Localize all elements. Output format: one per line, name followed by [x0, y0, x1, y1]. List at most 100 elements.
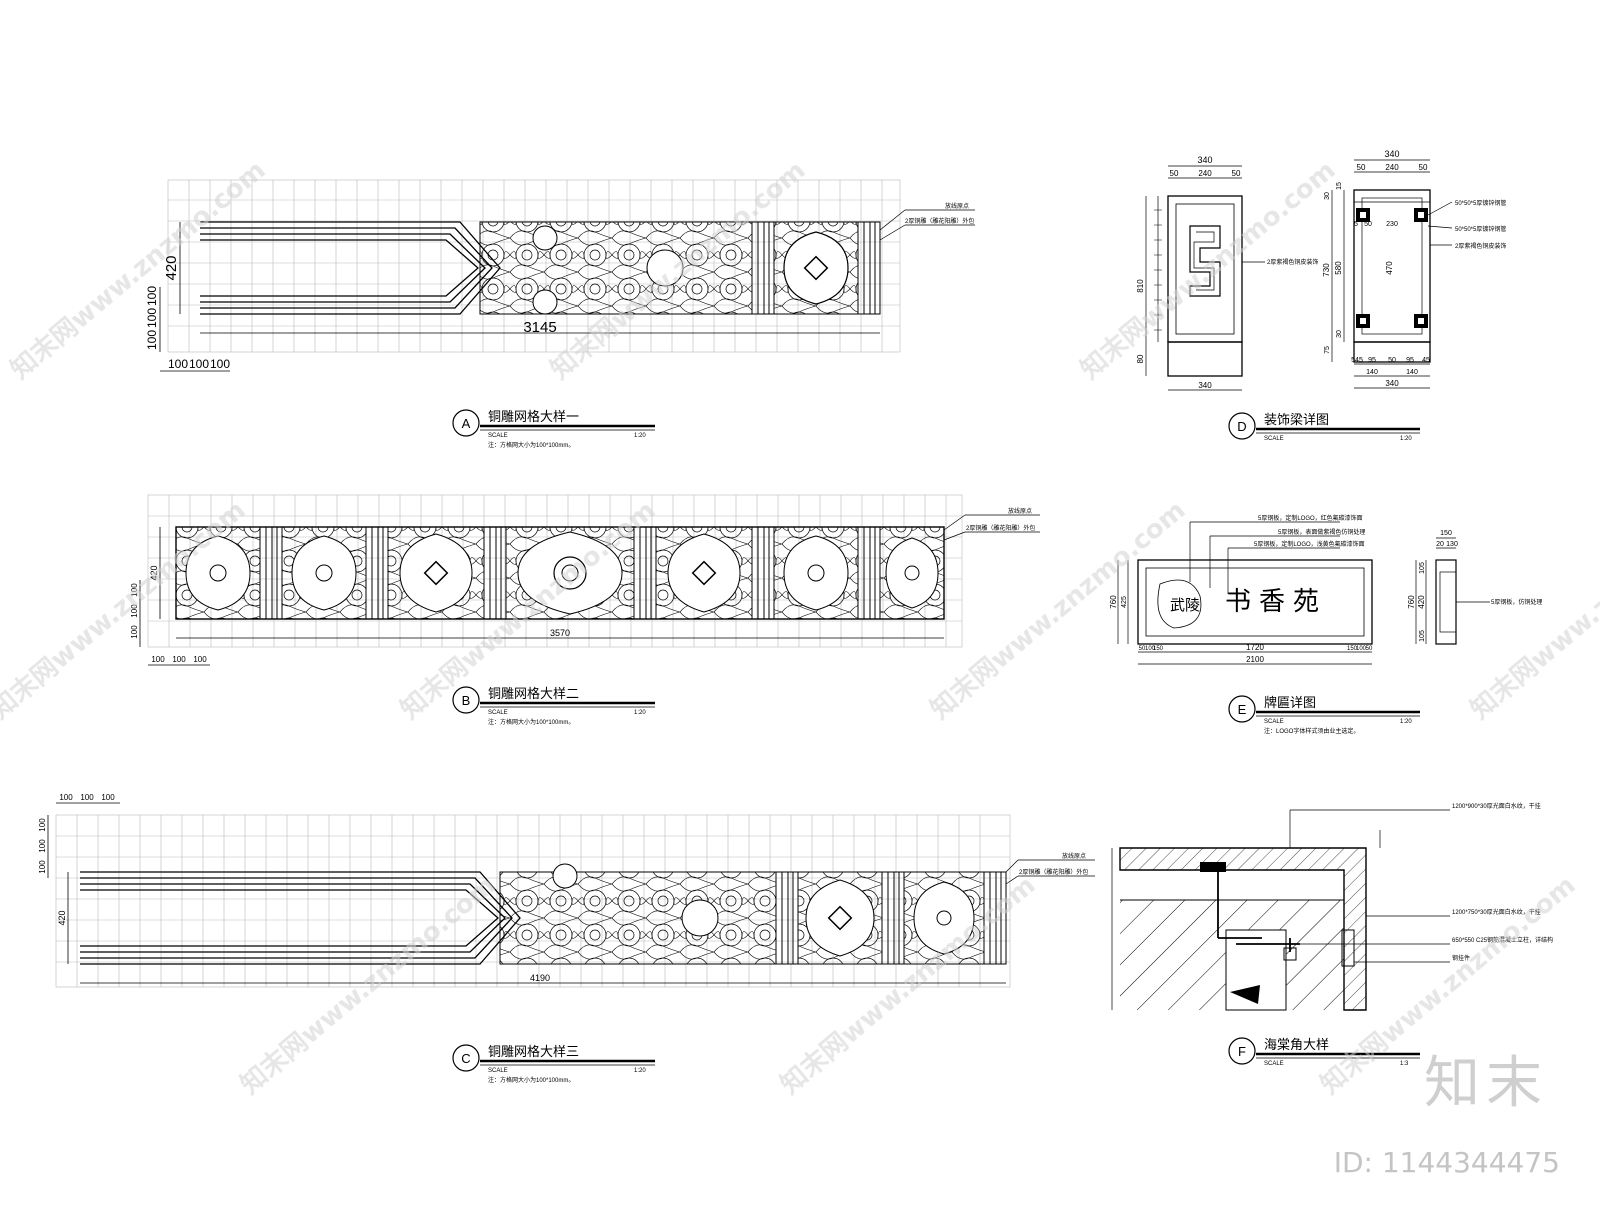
dim: 50: [1139, 646, 1146, 652]
dim: 340: [1198, 381, 1212, 390]
dim-total: 3570: [550, 628, 570, 638]
dim-height: 420: [149, 565, 159, 580]
dim: 760: [1407, 595, 1416, 609]
title-text: 铜雕网格大样三: [488, 1044, 579, 1059]
title-text: 海棠角大样: [1264, 1037, 1329, 1052]
dim: 100: [1145, 646, 1156, 652]
dim-col: 100: [151, 655, 165, 664]
title-block-e: E 牌匾详图 SCALE 1:20 注：LOGO字体样式须由业主选定。: [1228, 695, 1420, 735]
dim-row: 100: [145, 330, 159, 350]
label-lofting-origin: 放线原点: [945, 202, 969, 210]
title-letter: D: [1237, 419, 1246, 434]
dim: 545: [1351, 357, 1363, 364]
carving-panel-floral: [479, 221, 753, 315]
logo-note: 注：LOGO字体样式须由业主选定。: [1264, 727, 1359, 735]
dim-ticks: [1154, 209, 1162, 331]
detail-d-drawing: 340 50 240 50 810 80 340 2厚紫褐色铜皮装饰 340 5…: [1136, 149, 1506, 391]
detail-f-drawing: 1200*900*30厚光面白水纹，干挂 1200*750*30厚光面白水纹，干…: [1111, 802, 1553, 1011]
dim-col: 100: [80, 793, 94, 802]
sign-label: 5厚钢板，表面做紫褐色仿铜处理: [1278, 528, 1365, 536]
frieze-lines: [200, 221, 501, 315]
scale-value: 1:20: [1400, 719, 1412, 725]
detail-b-drawing: 3570 420 100 100 100 100 100 100 放线原点 2厚…: [130, 494, 1040, 666]
scale-word: SCALE: [1264, 436, 1284, 442]
title-letter: F: [1238, 1044, 1246, 1059]
sign-label: 5厚钢板，定制LOGO，浅黄色氟碳漆饰面: [1254, 540, 1365, 548]
dim-height: 420: [57, 910, 67, 925]
label-copper: 2厚紫褐色铜皮装饰: [1267, 258, 1318, 266]
f-label: 1200*900*30厚光面白水纹，干挂: [1452, 802, 1541, 810]
image-id: ID: 1144344475: [1333, 1146, 1560, 1179]
title-letter: B: [462, 693, 471, 708]
scale-value: 1:20: [634, 710, 646, 716]
dim-col: 100: [101, 793, 115, 802]
dim: 230: [1386, 221, 1398, 228]
title-block-a: A 铜雕网格大样一 SCALE 1:20 注：方格网大小为100*100mm。: [452, 409, 655, 449]
label-copper: 2厚紫褐色铜皮装饰: [1455, 242, 1506, 250]
scale-value: 1:20: [1400, 436, 1412, 442]
label-copper-wrap: 2厚铜雕（雕花阳雕）外包: [966, 524, 1035, 532]
dim: 420: [1417, 595, 1426, 609]
dim-col: 100: [210, 357, 230, 371]
title-letter: E: [1238, 702, 1247, 717]
dim: 150: [1440, 530, 1452, 537]
label-copper-wrap: 2厚铜雕（雕花阳雕）外包: [905, 217, 974, 225]
dim: 140: [1366, 369, 1378, 376]
dim: 340: [1385, 379, 1399, 388]
title-letter: A: [462, 416, 471, 431]
dim: 580: [1334, 261, 1343, 275]
dim-col: 100: [189, 357, 209, 371]
title-text: 牌匾详图: [1264, 695, 1316, 710]
dim: 1720: [1246, 643, 1264, 652]
dim-row: 100: [145, 286, 159, 306]
dim: 760: [1109, 595, 1118, 609]
dim-row: 100: [38, 860, 47, 874]
f-label: 650*550 C25钢筋混凝土立柱，详结构: [1452, 936, 1553, 944]
dim-height: 420: [163, 255, 180, 280]
sign-side-label: 5厚钢板，仿铜处理: [1491, 598, 1542, 606]
dim-col: 100: [193, 655, 207, 664]
scale-word: SCALE: [1264, 1061, 1284, 1067]
sign-text: 书香苑: [1225, 586, 1327, 616]
dim: 50: [1232, 169, 1241, 178]
title-text: 铜雕网格大样二: [488, 686, 579, 701]
dim-total: 4190: [530, 973, 550, 983]
title-text: 装饰梁详图: [1264, 412, 1329, 427]
dim: 105: [1419, 562, 1426, 574]
scale-value: 1:20: [634, 1068, 646, 1074]
dim: 140: [1406, 369, 1418, 376]
scale-value: 1:3: [1400, 1061, 1409, 1067]
label-steel-pipe: 50*50*5厚镀锌钢管: [1455, 199, 1506, 207]
dim-total: 3145: [523, 319, 556, 336]
dim: 50: [1419, 163, 1428, 172]
carving-panels: [175, 526, 945, 620]
dim-width: 340: [1384, 149, 1399, 159]
dim: 150: [1347, 646, 1358, 652]
detail-a-drawing: 3145 420 100 100 100 100 100 100 放线原点 2厚…: [145, 179, 975, 372]
dim: 30: [1324, 192, 1331, 200]
dim-width: 340: [1197, 155, 1212, 165]
detail-e-drawing: 武陵 书香苑 5厚钢板，定制LOGO，红色氟碳漆饰面 5厚钢板，表面做紫褐色仿铜…: [1109, 514, 1542, 665]
dim-col: 100: [168, 357, 188, 371]
f-label: 钢挂件: [1452, 954, 1470, 962]
dim: 95: [1406, 357, 1414, 364]
dim: 5: [1354, 221, 1358, 228]
dim-row: 100: [130, 583, 139, 597]
watermark-text: 知末网www.znzmo.com: [1075, 155, 1341, 385]
label-lofting-origin: 放线原点: [1062, 852, 1086, 860]
dim: 105: [1419, 630, 1426, 642]
dim-row: 100: [38, 839, 47, 853]
sign-logo-text: 武陵: [1170, 597, 1200, 614]
grid-frame: [167, 179, 901, 353]
scale-word: SCALE: [488, 1068, 508, 1074]
dim: 95: [1368, 357, 1376, 364]
title-letter: C: [461, 1051, 470, 1066]
title-block-b: B 铜雕网格大样二 SCALE 1:20 注：方格网大小为100*100mm。: [452, 686, 655, 726]
dim: 730: [1322, 263, 1331, 277]
dim: 20: [1436, 541, 1444, 548]
dim-row: 100: [130, 604, 139, 618]
title-block-d: D 装饰梁详图 SCALE 1:20: [1228, 412, 1420, 442]
dim: 45: [1422, 357, 1430, 364]
dim: 2100: [1246, 655, 1264, 664]
